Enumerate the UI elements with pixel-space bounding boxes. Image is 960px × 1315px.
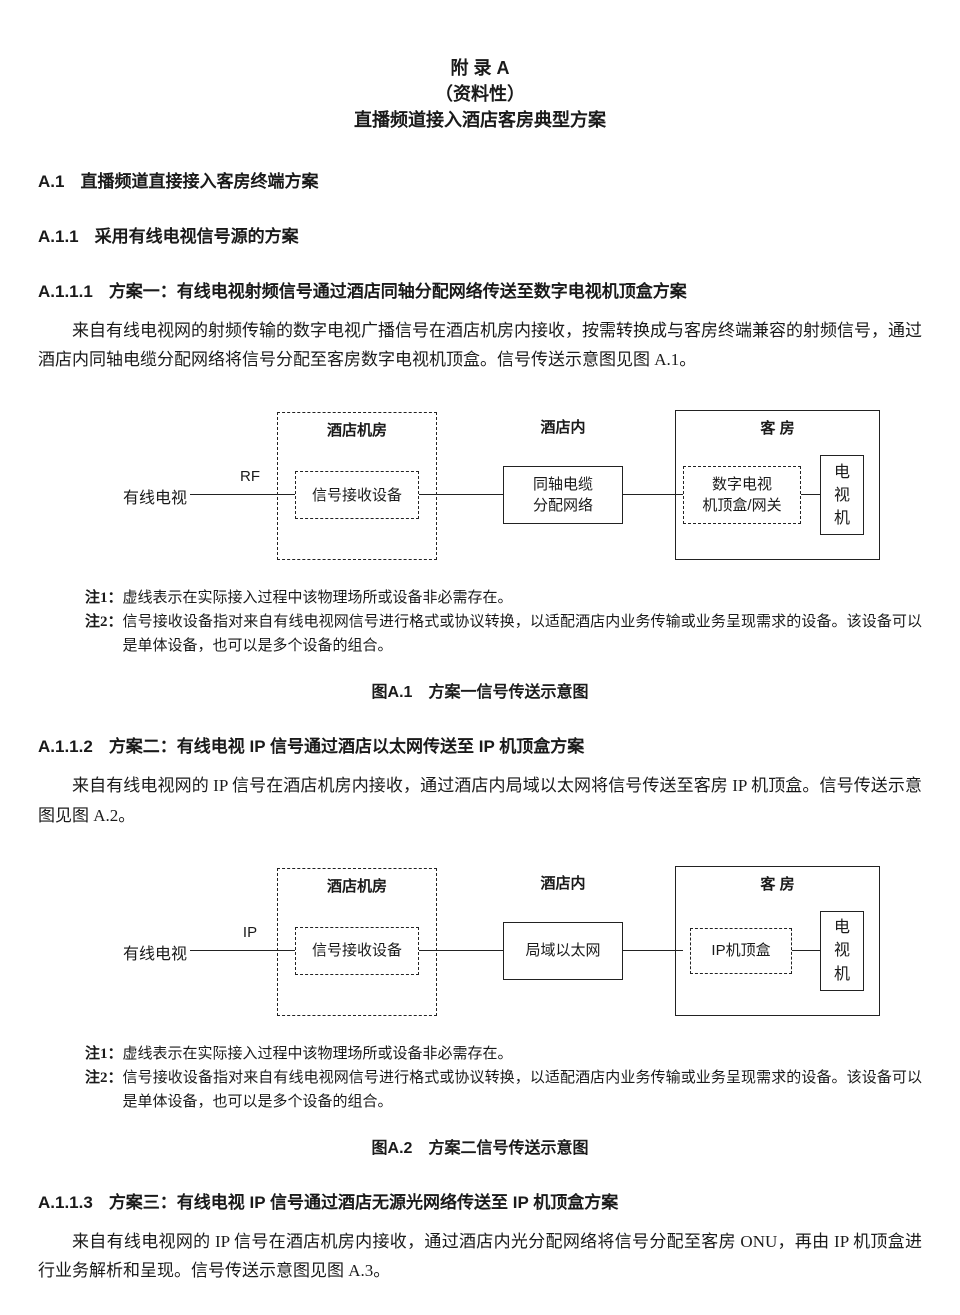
guest-room-label: 客 房 (760, 875, 795, 893)
figure-a2-caption: 图A.2 方案二信号传送示意图 (371, 1139, 589, 1157)
note-2-text: 信号接收设备指对来自有线电视网信号进行格式或协议转换，以适配酒店内业务传输或业务… (122, 1069, 922, 1110)
heading-title: 采用有线电视信号源的方案 (94, 227, 299, 246)
figure-a2-notes: 注1： 虚线表示在实际接入过程中该物理场所或设备非必需存在。 注2： 信号接收设… (85, 1042, 922, 1114)
machine-room-box: 酒店机房 (277, 412, 437, 561)
set-top-box: 数字电视 机顶盒/网关 (683, 466, 801, 525)
network-label-line1: 同轴电缆 (532, 475, 593, 493)
connector-line (190, 494, 295, 496)
heading-number: A.1.1.3 (38, 1192, 93, 1212)
rf-link-label: RF (240, 468, 260, 486)
cable-tv-source-label: 有线电视 (123, 945, 188, 963)
ip-link-label: IP (242, 923, 258, 941)
tv-label: 电视机 (833, 919, 850, 983)
hotel-area-label: 酒店内 (540, 874, 586, 892)
receiver-box: 信号接收设备 (295, 926, 419, 975)
figure-a1-caption: 图A.1 方案一信号传送示意图 (371, 684, 589, 702)
heading-title: 方案二：有线电视 IP 信号通过酒店以太网传送至 IP 机顶盒方案 (108, 737, 585, 757)
heading-title: 方案一：有线电视射频信号通过酒店同轴分配网络传送至数字电视机顶盒方案 (108, 282, 687, 301)
paragraph-scheme-1: 来自有线电视网的射频传输的数字电视广播信号在酒店机房内接收，按需转换成与客房终端… (38, 321, 922, 370)
tv-label: 电视机 (833, 463, 850, 528)
guest-room-label: 客 房 (760, 420, 795, 438)
distribution-network-box: 同轴电缆 分配网络 (503, 466, 623, 525)
stb-label-line2: 机顶盒/网关 (702, 497, 782, 515)
ip-set-top-box: IP机顶盒 (690, 927, 792, 974)
connector-line (419, 494, 503, 496)
heading-number: A.1 (38, 172, 65, 191)
note-1-label: 注1： (85, 590, 123, 607)
connector-line (801, 494, 820, 496)
appendix-label: 附 录 A (450, 58, 510, 78)
network-label-line1: 局域以太网 (525, 942, 601, 960)
paragraph-scheme-2: 来自有线电视网的 IP 信号在酒店机房内接收，通过酒店内局域以太网将信号传送至客… (38, 776, 922, 825)
paragraph-scheme-3: 来自有线电视网的 IP 信号在酒店机房内接收，通过酒店内光分配网络将信号分配至客… (38, 1231, 922, 1281)
guest-room-box: 客 房 (675, 865, 880, 1016)
note-1-text: 虚线表示在实际接入过程中该物理场所或设备非必需存在。 (122, 590, 513, 607)
heading-a112: A.1.1.2 方案二：有线电视 IP 信号通过酒店以太网传送至 IP 机顶盒方案 (38, 732, 922, 757)
tv-box: 电视机 (820, 455, 864, 536)
receiver-label: 信号接收设备 (311, 942, 402, 960)
connector-line (792, 949, 820, 951)
heading-title: 直播频道直接接入客房终端方案 (80, 172, 319, 191)
receiver-box: 信号接收设备 (295, 471, 419, 520)
note-2-label: 注2： (85, 1069, 123, 1086)
connector-line (190, 949, 295, 951)
guest-room-box: 客 房 (675, 410, 880, 561)
machine-room-label: 酒店机房 (326, 422, 387, 440)
heading-a111: A.1.1.1 方案一：有线电视射频信号通过酒店同轴分配网络传送至数字电视机顶盒方… (38, 277, 922, 302)
note-2: 注2： 信号接收设备指对来自有线电视网信号进行格式或协议转换，以适配酒店内业务传… (85, 1066, 922, 1114)
heading-a1: A.1 直播频道直接接入客房终端方案 (38, 167, 922, 192)
receiver-label: 信号接收设备 (311, 486, 402, 504)
connector-line (623, 494, 683, 496)
heading-title: 方案三：有线电视 IP 信号通过酒店无源光网络传送至 IP 机顶盒方案 (108, 1192, 619, 1212)
network-label-line2: 分配网络 (532, 497, 593, 515)
note-1: 注1： 虚线表示在实际接入过程中该物理场所或设备非必需存在。 (85, 586, 922, 610)
note-1-label: 注1： (85, 1045, 123, 1062)
machine-room-box: 酒店机房 (277, 867, 437, 1016)
hotel-area-label: 酒店内 (540, 419, 586, 437)
lan-ethernet-box: 局域以太网 (503, 921, 623, 980)
appendix-title: 直播频道接入酒店客房典型方案 (354, 110, 606, 130)
heading-number: A.1.1.1 (38, 282, 93, 301)
stb-label-line1: IP机顶盒 (711, 942, 771, 960)
figure-a1-notes: 注1： 虚线表示在实际接入过程中该物理场所或设备非必需存在。 注2： 信号接收设… (85, 586, 922, 658)
machine-room-label: 酒店机房 (326, 877, 387, 895)
heading-a113: A.1.1.3 方案三：有线电视 IP 信号通过酒店无源光网络传送至 IP 机顶盒… (38, 1188, 922, 1213)
heading-number: A.1.1 (38, 227, 79, 246)
appendix-type: （资料性） (435, 84, 525, 104)
note-1: 注1： 虚线表示在实际接入过程中该物理场所或设备非必需存在。 (85, 1042, 922, 1066)
figure-a2-diagram: 有线电视 IP 酒店机房 信号接收设备 酒店内 局域以太网 客 房 IP机顶盒 … (38, 856, 922, 1026)
stb-label-line1: 数字电视 (711, 475, 772, 493)
note-2: 注2： 信号接收设备指对来自有线电视网信号进行格式或协议转换，以适配酒店内业务传… (85, 610, 922, 658)
cable-tv-source-label: 有线电视 (123, 490, 188, 508)
appendix-title-block: 附 录 A （资料性） 直播频道接入酒店客房典型方案 (38, 55, 922, 133)
note-1-text: 虚线表示在实际接入过程中该物理场所或设备非必需存在。 (122, 1045, 513, 1062)
heading-a11: A.1.1 采用有线电视信号源的方案 (38, 222, 922, 247)
heading-number: A.1.1.2 (38, 737, 93, 757)
figure-a1-diagram: 有线电视 RF 酒店机房 信号接收设备 酒店内 同轴电缆 分配网络 客 房 数字… (38, 400, 922, 570)
connector-line (419, 949, 503, 951)
note-2-text: 信号接收设备指对来自有线电视网信号进行格式或协议转换，以适配酒店内业务传输或业务… (122, 614, 922, 655)
note-2-label: 注2： (85, 614, 123, 631)
tv-box: 电视机 (820, 910, 864, 991)
connector-line (623, 949, 683, 951)
